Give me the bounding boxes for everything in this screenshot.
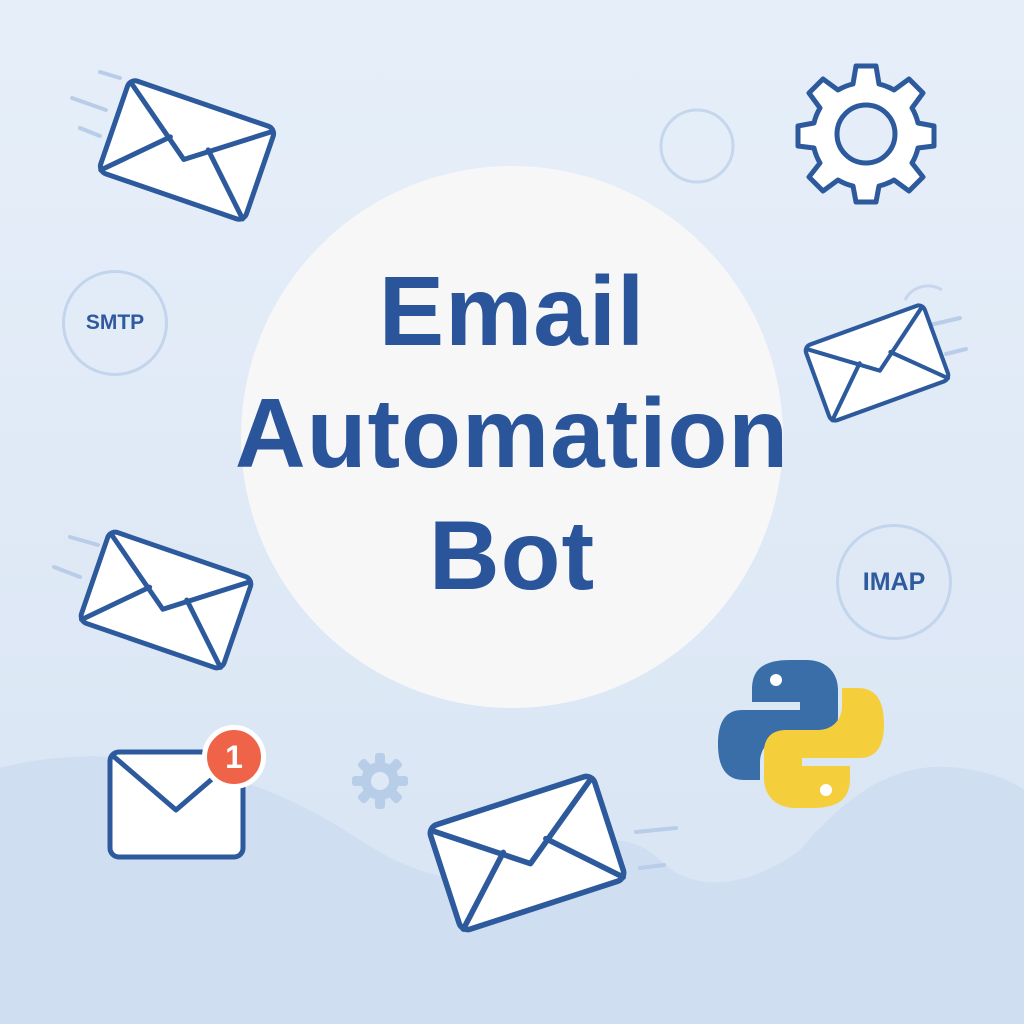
motion-lines	[52, 70, 968, 870]
envelope-icon	[428, 774, 626, 932]
imap-badge: IMAP	[836, 524, 952, 640]
gear-icon	[795, 63, 937, 205]
smtp-badge: SMTP	[62, 270, 168, 376]
title-line: Email	[378, 256, 646, 366]
page-title: Email Automation Bot	[160, 250, 864, 616]
ring-decor	[659, 108, 735, 184]
ring-arc-decor	[903, 284, 943, 301]
title-circle	[241, 166, 783, 708]
small-gear-icon	[352, 753, 408, 809]
title-line: Automation	[234, 378, 790, 488]
envelope-icon	[98, 79, 276, 222]
title-line: Bot	[428, 500, 596, 610]
envelope-icon	[79, 530, 253, 670]
python-logo-icon	[718, 660, 884, 808]
notification-badge-icon: 1	[202, 725, 266, 789]
envelope-icon	[804, 304, 950, 423]
